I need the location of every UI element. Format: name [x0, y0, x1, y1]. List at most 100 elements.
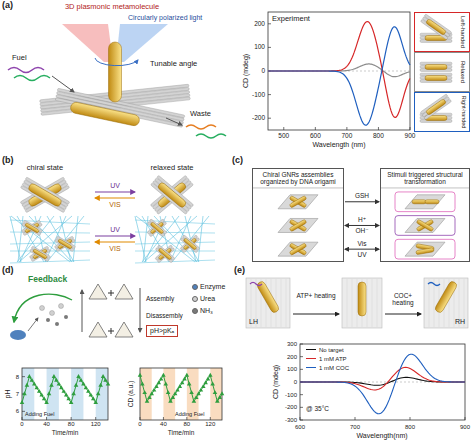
tick-label: 6	[16, 408, 19, 415]
uv-arrow	[95, 191, 135, 192]
light-beam	[62, 24, 113, 62]
dna-helix	[424, 14, 452, 35]
data-point	[208, 373, 213, 377]
uv-arrow	[95, 235, 135, 236]
tick-label: -200	[285, 404, 297, 411]
tick-label: 0	[261, 67, 265, 74]
spectrum-curve	[300, 367, 465, 390]
data-point	[175, 388, 180, 392]
annotation: Feedback	[28, 275, 67, 284]
stimulus-label: ATP+ heating	[293, 292, 339, 299]
gold-nanorod	[289, 243, 307, 255]
tick-label: 0	[138, 421, 141, 428]
fuel-band	[140, 368, 152, 420]
annotation: Waste	[190, 110, 211, 118]
tick-mark	[346, 127, 347, 130]
dna-helix	[155, 247, 173, 263]
urea-molecule	[50, 311, 55, 316]
cycle-arrow	[82, 290, 83, 332]
gold-nanorod	[416, 219, 434, 231]
helix-line	[286, 279, 287, 327]
tick-mark	[95, 417, 96, 420]
dna-origami-sheet	[405, 195, 445, 209]
data-point	[52, 374, 57, 378]
dna-bundle	[20, 177, 70, 213]
spectrum-curve	[300, 354, 465, 414]
dna-mesh	[135, 251, 215, 252]
data-point	[39, 393, 44, 397]
panel-letter: (a)	[2, 1, 13, 11]
data-point	[59, 385, 64, 389]
plot-note: Adding Fuel	[25, 411, 54, 417]
dna-helix	[422, 17, 450, 38]
data-point	[91, 396, 96, 400]
dna-bundle	[20, 177, 70, 213]
gold-nanorod	[425, 65, 447, 70]
tick-label: 800	[405, 424, 415, 431]
data-point	[96, 391, 101, 395]
node-text: Right-handed	[460, 96, 465, 128]
tick-mark	[46, 417, 47, 420]
dna-origami-sheet	[278, 242, 318, 256]
axis-title: CD (mdeg)	[272, 365, 280, 399]
dna-mesh	[10, 242, 90, 244]
gold-nanorod	[412, 200, 426, 204]
dna-helix	[420, 19, 448, 40]
data-point	[84, 385, 89, 389]
dna-mesh	[135, 242, 215, 244]
plus-symbol	[111, 290, 112, 296]
tick-mark	[300, 344, 303, 345]
data-point	[42, 396, 47, 400]
origami-sheet	[342, 278, 382, 328]
dna-bundle	[420, 94, 451, 120]
data-point	[203, 380, 208, 384]
legend-text: No target	[319, 347, 344, 354]
legend-line	[306, 349, 316, 350]
plot-frame	[140, 368, 222, 420]
annotation: Fuel	[12, 54, 27, 62]
gold-nanorod	[425, 76, 447, 81]
annotation: 3D plasmonic metamolecule	[65, 3, 159, 11]
tick-label: 200	[254, 20, 265, 27]
tick-mark	[268, 94, 271, 95]
tick-mark	[140, 417, 141, 420]
light-beam	[116, 24, 168, 62]
dna-bundle	[150, 175, 193, 214]
dna-bundle	[22, 220, 43, 236]
tick-label: -200	[252, 115, 265, 122]
plot-note: Adding Fuel	[175, 411, 204, 417]
tick-mark	[300, 417, 301, 420]
tick-label: 120	[91, 421, 101, 428]
data-point	[64, 393, 69, 397]
data-point	[138, 373, 143, 377]
tick-label: 700	[350, 424, 360, 431]
gold-nanorod	[70, 101, 141, 126]
data-point	[66, 396, 71, 400]
dna-bundle	[55, 236, 76, 252]
data-point	[140, 381, 145, 385]
gold-nanorod	[33, 249, 48, 259]
data-point	[206, 377, 211, 381]
dna-helix	[155, 178, 192, 210]
tick-mark	[210, 417, 211, 420]
tick-label: 8	[16, 373, 19, 380]
legend-line	[306, 367, 316, 368]
reaction-arrow	[345, 225, 379, 226]
gold-nanorod	[158, 248, 172, 260]
tick-label: 80	[68, 421, 75, 428]
dna-helix	[55, 239, 75, 252]
tick-mark	[300, 369, 303, 370]
separator	[253, 187, 343, 188]
feedback-arrow	[14, 294, 72, 322]
dna-mesh	[135, 220, 215, 224]
gold-nanorod	[416, 219, 434, 231]
data-point	[69, 400, 74, 404]
arrow	[293, 314, 339, 315]
data-line	[140, 375, 222, 401]
data-point	[32, 381, 37, 385]
gold-nanorod	[358, 282, 366, 316]
dna-helix	[147, 221, 165, 237]
dna-mesh	[142, 216, 179, 262]
condition-box: pH>pKₐ	[146, 325, 178, 337]
legend-line	[306, 358, 316, 359]
